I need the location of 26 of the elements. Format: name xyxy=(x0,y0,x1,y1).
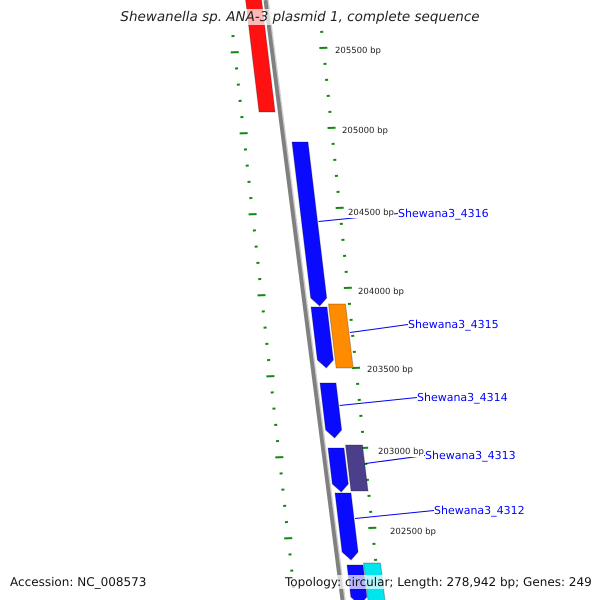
leader-line xyxy=(339,397,418,406)
leader-line xyxy=(354,510,434,519)
position-label: 203500 bp xyxy=(367,365,413,375)
gene-block xyxy=(344,444,369,492)
accession-text: Accession: NC_008573 xyxy=(8,575,148,589)
gene-block xyxy=(291,142,328,307)
leader-line xyxy=(365,455,426,464)
position-label: 204500 bp xyxy=(348,208,394,218)
position-label: 202500 bp xyxy=(390,527,436,537)
gene-block xyxy=(327,448,349,493)
gene-block xyxy=(319,382,342,439)
gene-block xyxy=(334,492,359,561)
leader-line xyxy=(349,324,408,333)
gene-label: Shewana3_4316 xyxy=(398,207,489,220)
position-label: 203000 bp xyxy=(378,447,424,457)
gene-block xyxy=(310,306,334,369)
position-label: 204000 bp xyxy=(358,287,404,297)
position-label: 205500 bp xyxy=(335,46,381,56)
gene-label: Shewana3_4313 xyxy=(425,449,516,462)
title: Shewanella sp. ANA-3 plasmid 1, complete sequence xyxy=(118,9,482,25)
position-label: 205000 bp xyxy=(342,126,388,136)
gene-label: Shewana3_4312 xyxy=(434,504,525,517)
gene-label: Shewana3_4314 xyxy=(417,391,508,404)
gene-block xyxy=(328,304,354,368)
gene-label: Shewana3_4315 xyxy=(408,318,499,331)
summary-text: Topology: circular; Length: 278,942 bp; Genes: 249 xyxy=(283,575,594,589)
